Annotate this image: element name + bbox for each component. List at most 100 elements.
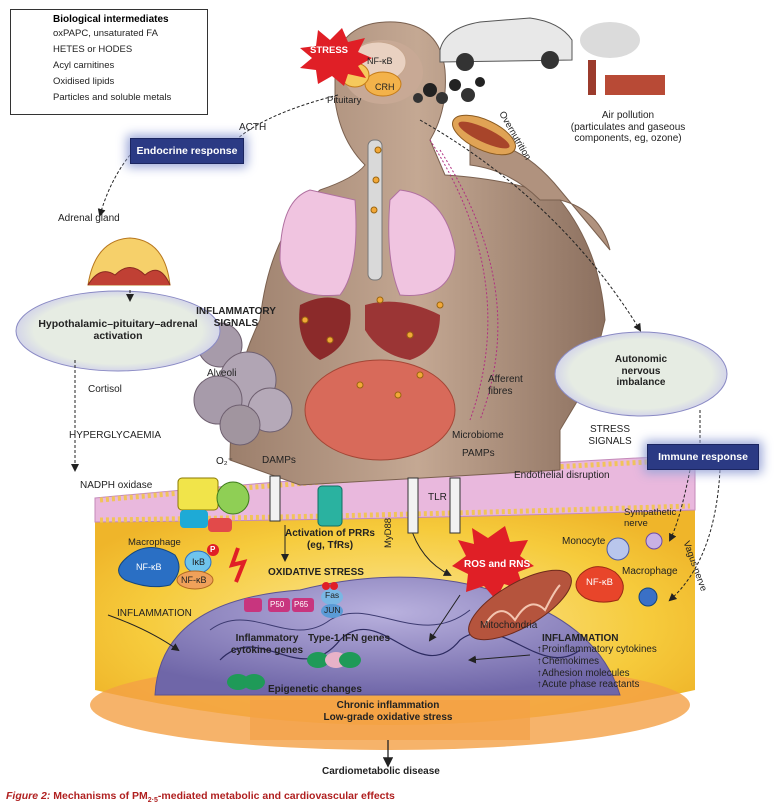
afferent-line2: fibres [488,385,513,397]
air-pollution-line2: (particulates and gaseous [570,121,686,133]
inflammation-item: ↑Acute phase reactants [537,679,640,691]
p65-label: P65 [294,600,309,609]
prr-receptor [317,485,343,527]
ani-line2: nervous [621,365,661,377]
air-pollution-line3: components, eg, ozone) [574,133,682,144]
prr-line2: (eg, TfRs) [306,539,354,551]
membrane-lipid-heads [99,457,691,523]
lightning-icon [228,547,248,583]
legend-item-acyl: Acyl carnitines [53,60,115,71]
chronic-line1: Chronic inflammation [336,700,440,711]
ani-label: Autonomic nervous imbalance [596,354,686,389]
cardiometabolic-disease-label: Cardiometabolic disease [322,766,440,777]
mitochondria-cristae [484,584,561,626]
car-icon [439,17,573,71]
inflammatory-signals-line2: SIGNALS [213,317,259,329]
hotdog-icon [452,114,516,156]
monocyte-cell [606,537,630,561]
figure-caption: Figure 2: Mechanisms of PM2·5-mediated m… [6,790,395,804]
stress-label: STRESS [310,45,349,56]
nfkb-left-label: NF-κB [136,562,162,572]
afferent-fibres-line-2 [439,149,499,421]
legend-item-oxidised: Oxidised lipids [53,76,115,87]
inflammation-right-list: ↑Proinflammatory cytokines ↑Chemokimes ↑… [537,644,657,691]
right-lung [388,189,456,296]
afferent-fibres-line [429,139,489,421]
afferent-line1: Afferent [488,374,523,385]
sympathetic-line2: nerve [624,517,648,529]
inflammation-right-title: INFLAMMATION [542,633,619,644]
immune-response-box: Immune response [647,444,759,470]
mitochondria-label: Mitochondria [480,620,538,631]
stress-burst [300,28,372,86]
intestines [304,359,456,461]
fas-label: Fas [325,590,340,600]
air-pollution-label: Air pollution (particulates and gaseous … [548,110,708,145]
microbiome-label: Microbiome [452,430,504,441]
adrenal-cortex [87,267,171,286]
nadph-oxidase-label: NADPH oxidase [80,480,153,491]
crh-label: CRH [375,82,395,92]
epigenetic-changes-label: Epigenetic changes [268,684,362,695]
inflammation-left-label: INFLAMMATION [117,608,192,619]
air-pollution-line1: Air pollution [601,110,655,121]
legend-item-particles: Particles and soluble metals [53,92,172,103]
jun-label: JUN [324,605,341,615]
cytokine-genes-label: Inflammatory cytokine genes [222,633,312,656]
caption-prefix: Figure 2: [6,790,51,802]
chronic-line2: Low-grade oxidative stress [323,711,453,723]
inflammation-item: ↑Proinflammatory cytokines [537,644,657,655]
tlr-label: TLR [428,492,447,503]
afferent-fibres-label: Afferent fibres [488,374,523,397]
inflammation-item: ↑Adhesion molecules [537,667,630,679]
liver [299,297,351,360]
monocyte-label: Monocyte [562,536,606,547]
stress-signals-label: STRESS SIGNALS [580,424,640,447]
left-lung [279,189,357,297]
macrophage-right-label: Macrophage [622,566,678,577]
myd88-label: MyD88 [383,517,394,548]
legend-title: Biological intermediates [53,14,169,25]
cytokine-genes-line2: cytokine genes [230,644,304,656]
inflammatory-signals-label: INFLAMMATORY SIGNALS [196,306,276,329]
legend-item-hetes: HETES or HODES [53,44,133,55]
stress-signals-line1: STRESS [589,424,630,435]
acth-label: ACTH [239,122,267,133]
hyperglycaemia-label: HYPERGLYCAEMIA [69,430,162,441]
alveoli-cluster [193,322,293,446]
stress-signals-line2: SIGNALS [588,435,632,447]
hpa-oval [15,290,221,372]
pamps-label: PAMPs [462,448,495,459]
cytokine-genes-line1: Inflammatory [235,633,299,644]
o2-label: O₂⁻ [216,456,233,467]
endocrine-response-box: Endocrine response [130,138,244,164]
caption-text-after: -mediated metabolic and cardiovascular e… [157,790,395,802]
pituitary-label: Pituitary [327,95,362,106]
ifn-genes-label: Type-1 IFN genes [308,633,391,644]
macrophage-left-shape [118,547,180,588]
ani-line3: imbalance [616,377,666,388]
stomach [365,301,440,360]
damps-label: DAMPs [262,455,296,466]
inflammatory-signals-line1: INFLAMMATORY [196,306,276,317]
legend-box: Biological intermediates oxPAPC, unsatur… [10,9,208,115]
vagus-cell [638,587,658,607]
acyl-carnitine-dots [301,146,444,399]
p50-label: P50 [270,600,285,609]
oxidative-stress-label: OXIDATIVE STRESS [268,567,364,578]
macrophage-right-shape [575,566,624,603]
macrophage-left-label: Macrophage [128,537,181,548]
nucleosomes [227,652,361,690]
nfkb-blob [176,570,214,590]
nfkb-brain-label: NF-κB [367,56,393,66]
ikb-label: IκB [192,557,206,567]
ani-line1: Autonomic [614,354,668,365]
sympathetic-line1: Sympathetic [624,507,677,518]
damp-receptor [269,475,281,522]
ros-burst [452,526,534,600]
hpa-line1: Hypothalamic–pituitary–adrenal [38,318,198,330]
hpa-line2: activation [93,330,143,343]
ani-oval [554,331,728,417]
inflammation-item: ↑Chemokimes [537,655,600,667]
